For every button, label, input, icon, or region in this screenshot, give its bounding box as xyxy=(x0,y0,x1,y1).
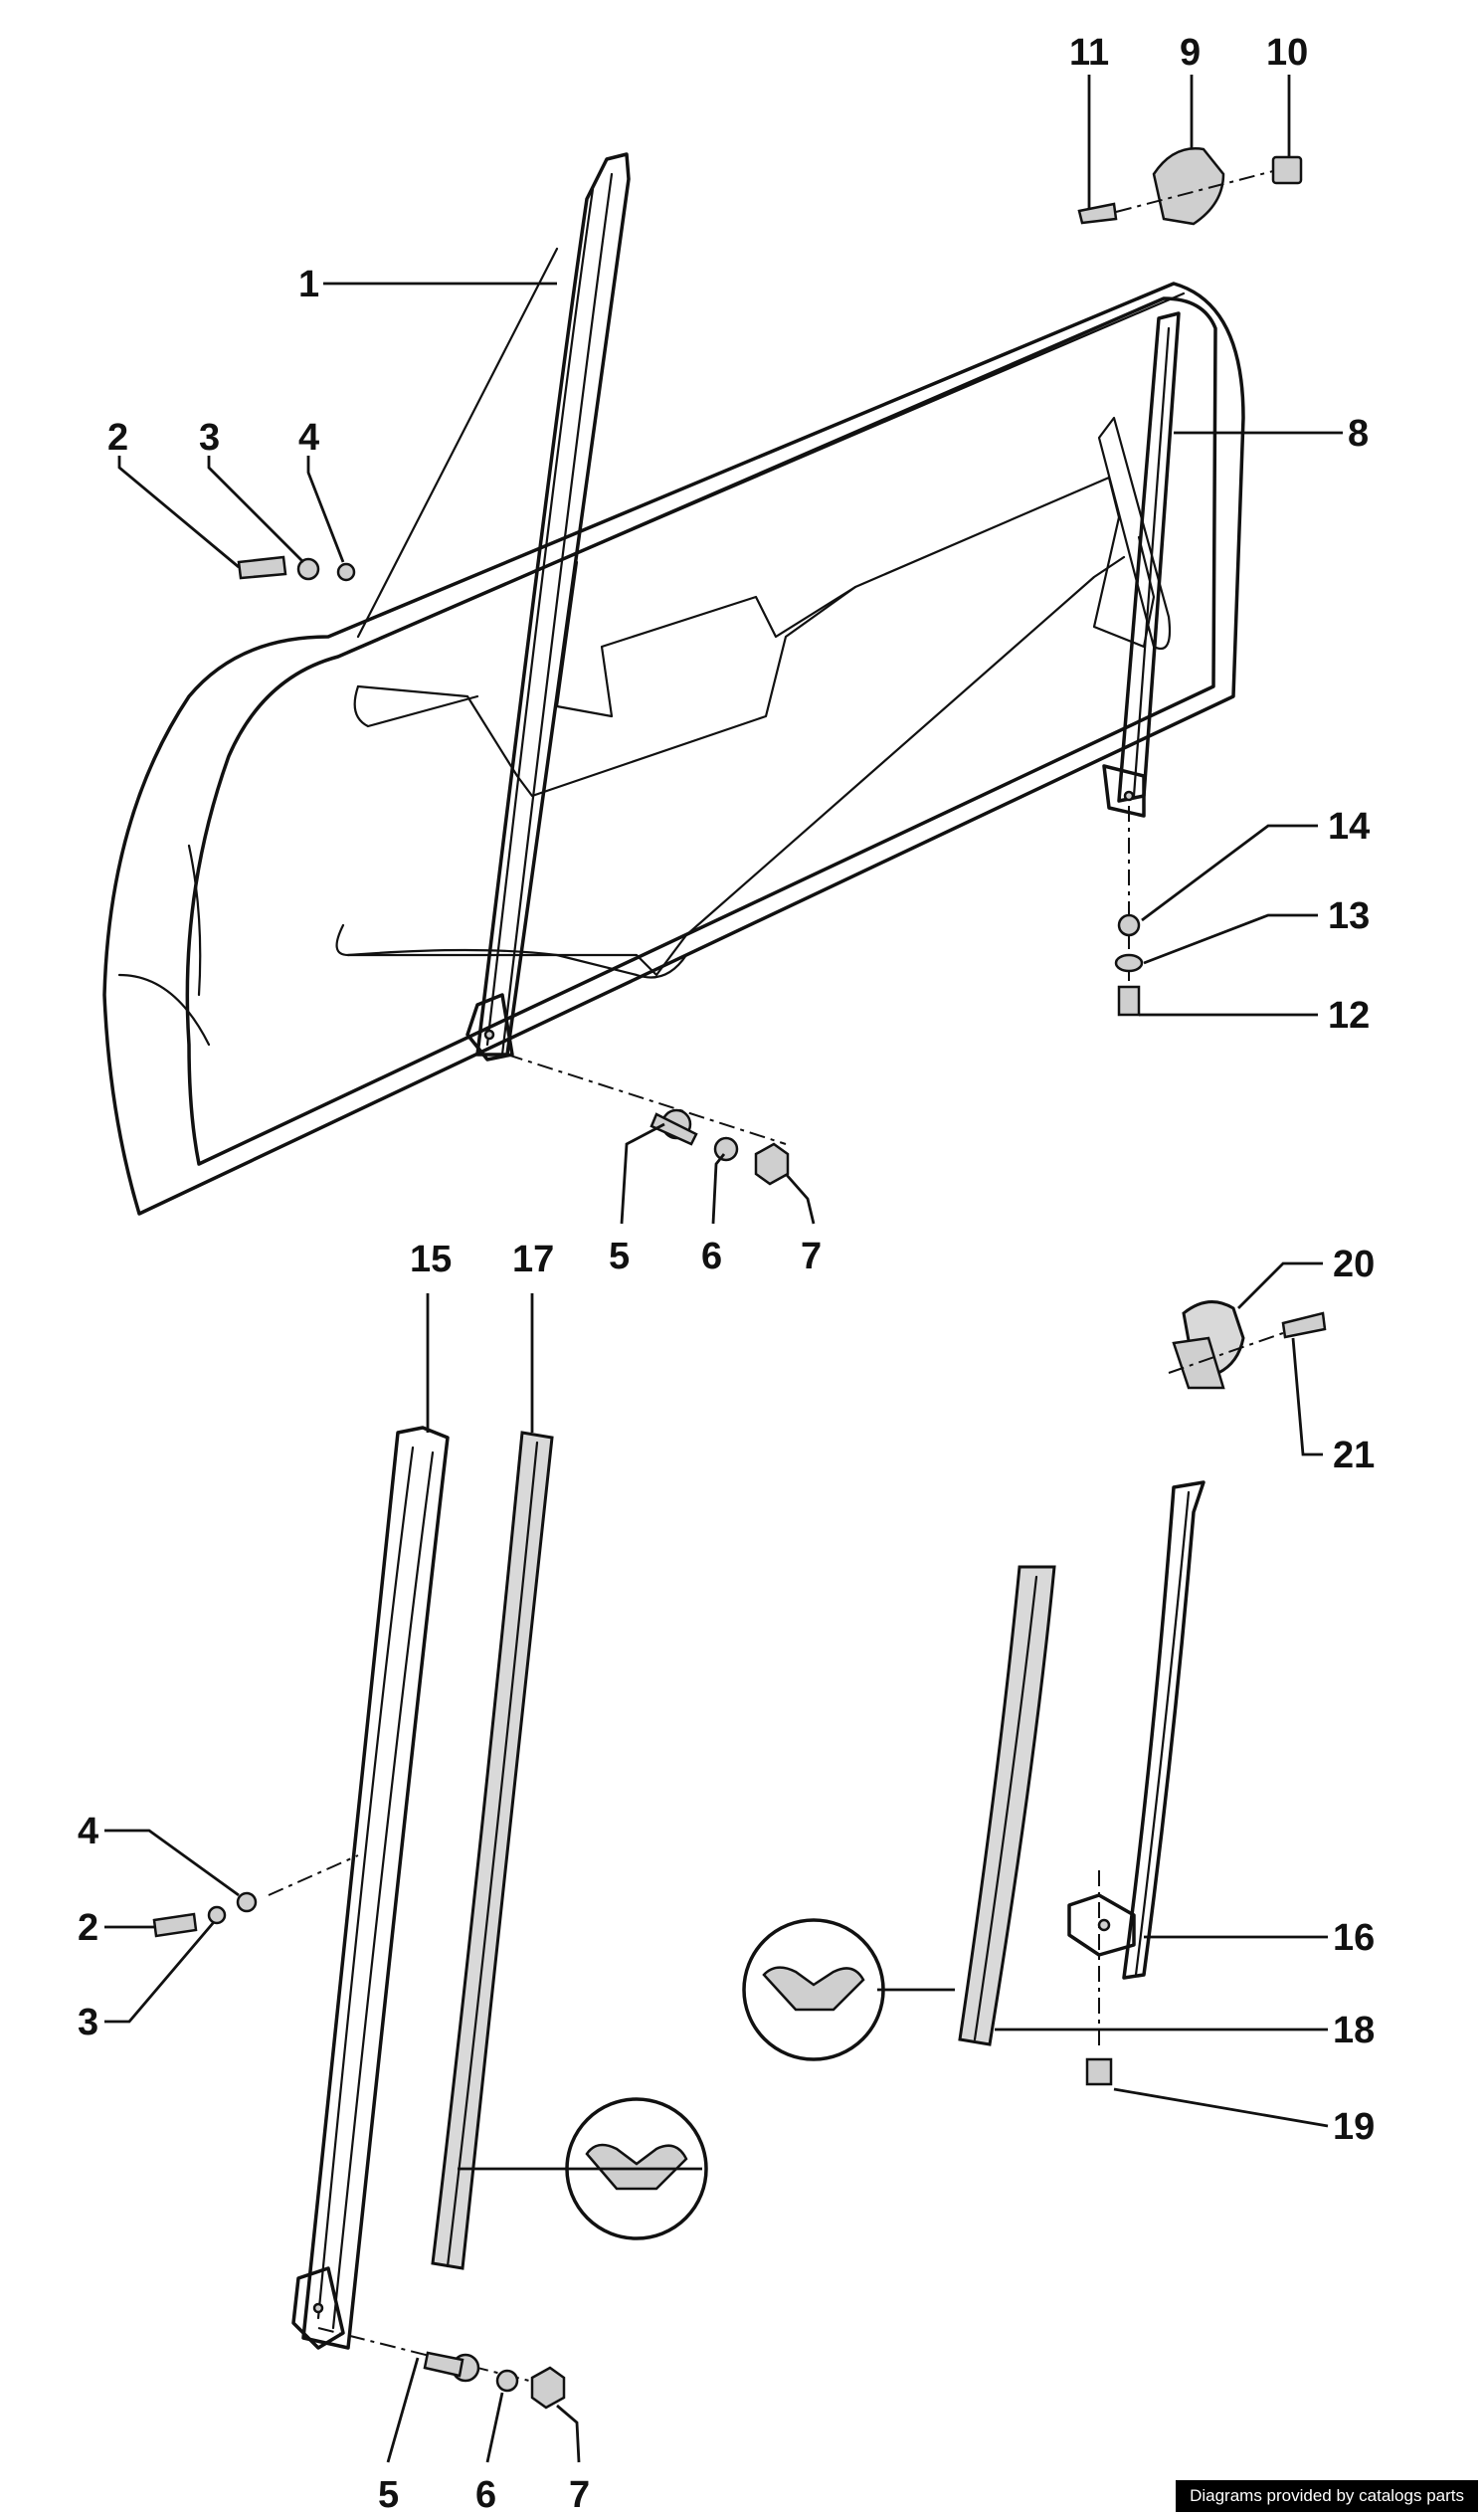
callout-5-bottom: 5 xyxy=(378,2474,399,2516)
callout-7-top: 7 xyxy=(801,1236,822,1277)
callout-1: 1 xyxy=(298,264,319,305)
profile-detail-18 xyxy=(742,1918,885,2061)
callout-2-bottom: 2 xyxy=(78,1907,98,1949)
callout-18: 18 xyxy=(1333,2010,1375,2051)
channel-16 xyxy=(1067,1480,1206,2086)
lower-left-hardware xyxy=(152,1854,566,2410)
leader-lines xyxy=(104,75,1343,2463)
callout-4: 4 xyxy=(298,417,319,459)
callout-21: 21 xyxy=(1333,1435,1375,1476)
callout-16: 16 xyxy=(1333,1917,1375,1959)
callout-10: 10 xyxy=(1266,32,1308,74)
callout-15: 15 xyxy=(410,1239,452,1280)
lower-hardware-5-6-7-top xyxy=(506,1054,790,1186)
callout-2: 2 xyxy=(107,417,128,459)
callout-5-top: 5 xyxy=(609,1236,630,1277)
callout-8: 8 xyxy=(1348,413,1369,455)
profile-detail-17 xyxy=(565,2097,708,2240)
callout-6-bottom: 6 xyxy=(475,2474,496,2516)
callout-6-top: 6 xyxy=(701,1236,722,1277)
callout-12: 12 xyxy=(1328,995,1370,1037)
callout-14: 14 xyxy=(1328,806,1370,848)
callout-3: 3 xyxy=(199,417,220,459)
upper-hardware-2-3-4 xyxy=(237,555,356,582)
callout-9: 9 xyxy=(1180,32,1201,74)
callout-17: 17 xyxy=(512,1239,554,1280)
channel-15 xyxy=(291,1426,450,2350)
credit-banner: Diagrams provided by catalogs parts xyxy=(1176,2480,1478,2512)
callout-3-bottom: 3 xyxy=(78,2002,98,2043)
bracket-20 xyxy=(1168,1300,1327,1390)
callout-19: 19 xyxy=(1333,2106,1375,2148)
callout-20: 20 xyxy=(1333,1244,1375,1285)
upper-bracket xyxy=(1077,147,1303,226)
callout-7-bottom: 7 xyxy=(569,2474,590,2516)
door-shell xyxy=(102,282,1245,1216)
callout-13: 13 xyxy=(1328,895,1370,937)
rear-window-channel xyxy=(1102,311,1181,818)
callout-labels: 1 2 3 4 11 9 10 8 14 13 12 5 6 7 15 17 2… xyxy=(78,32,1375,2516)
callout-11: 11 xyxy=(1069,32,1109,74)
callout-4-bottom: 4 xyxy=(78,1811,98,1852)
hardware-12-13-14 xyxy=(1114,806,1144,1017)
seal-17 xyxy=(431,1431,554,2270)
seal-18 xyxy=(958,1565,1056,2046)
